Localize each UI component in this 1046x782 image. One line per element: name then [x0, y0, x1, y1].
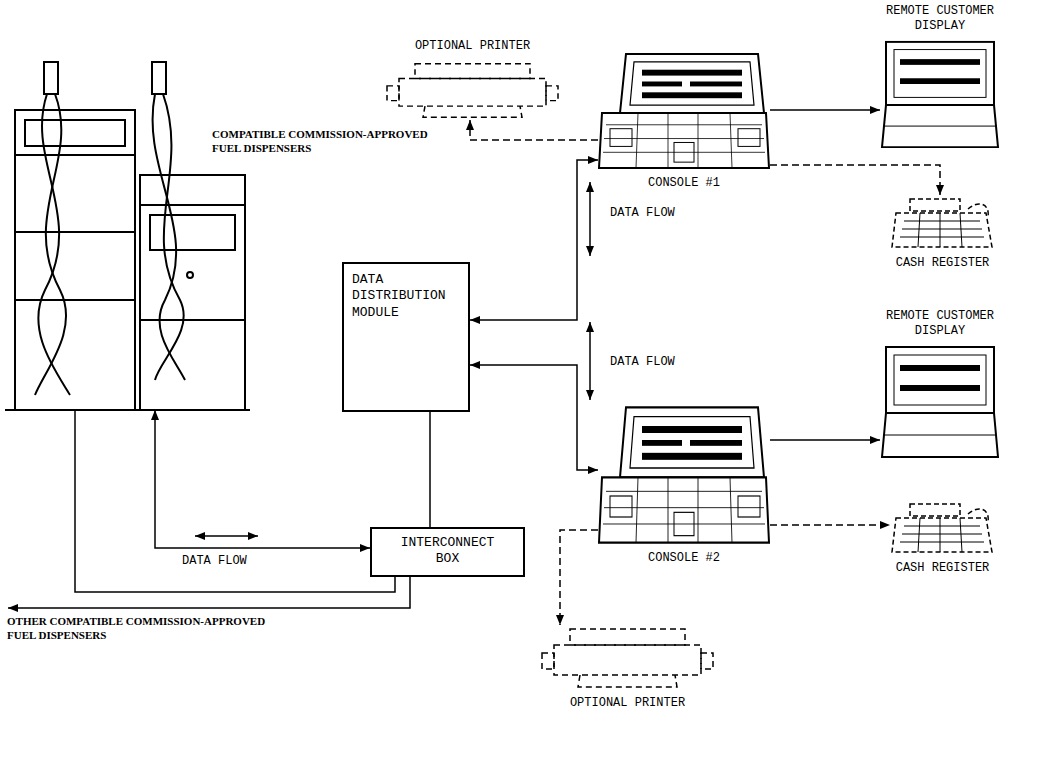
node-label: OPTIONAL PRINTER	[385, 39, 560, 54]
connector	[770, 439, 880, 441]
console: CONSOLE #1	[598, 52, 770, 170]
node-label: REMOTE CUSTOMER DISPLAY	[865, 309, 1015, 339]
connector	[770, 165, 940, 195]
connector	[770, 524, 890, 526]
edge-label: DATA FLOW	[180, 553, 249, 570]
connector	[470, 365, 598, 470]
customer-display: REMOTE CUSTOMER DISPLAY	[880, 345, 1000, 460]
connector	[470, 160, 598, 320]
node-label: CONSOLE #2	[598, 551, 770, 566]
connector	[75, 410, 395, 592]
edge-label: DATA FLOW	[608, 354, 677, 371]
node-label: OPTIONAL PRINTER	[540, 696, 715, 711]
console: CONSOLE #2	[598, 405, 770, 545]
interconnect-box: INTERCONNECT BOX	[370, 527, 525, 577]
edge-label: DATA FLOW	[608, 205, 677, 222]
optional-printer: OPTIONAL PRINTER	[385, 60, 560, 120]
connector	[155, 410, 370, 548]
node-label: CONSOLE #1	[598, 176, 770, 191]
node-label: COMPATIBLE COMMISSION-APPROVED FUEL DISP…	[212, 128, 457, 156]
node-label: CASH REGISTER	[873, 561, 1013, 576]
distribution-module: DATA DISTRIBUTION MODULE	[342, 262, 470, 412]
node-label: INTERCONNECT BOX	[392, 529, 504, 574]
optional-printer: OPTIONAL PRINTER	[540, 625, 715, 690]
cash-register: CASH REGISTER	[890, 195, 995, 250]
node-label: REMOTE CUSTOMER DISPLAY	[865, 4, 1015, 34]
connector	[770, 109, 880, 111]
note-label: OTHER COMPATIBLE COMMISSION-APPROVED FUE…	[5, 614, 284, 644]
cash-register: CASH REGISTER	[890, 500, 995, 555]
connector	[429, 412, 431, 527]
connector	[560, 530, 598, 625]
node-label: DATA DISTRIBUTION MODULE	[344, 264, 468, 329]
fuel-dispensers: COMPATIBLE COMMISSION-APPROVED FUEL DISP…	[5, 55, 250, 410]
node-label: CASH REGISTER	[873, 256, 1013, 271]
connector	[470, 120, 598, 140]
customer-display: REMOTE CUSTOMER DISPLAY	[880, 40, 1000, 150]
